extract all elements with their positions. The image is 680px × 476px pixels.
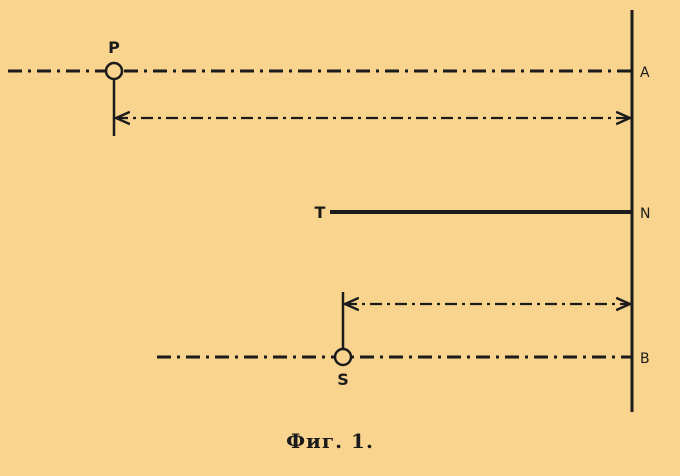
- point-s-circle: [333, 347, 353, 367]
- label-s: S: [337, 370, 349, 389]
- label-p: P: [108, 38, 120, 57]
- figure-caption: Фиг. 1.: [286, 429, 374, 453]
- label-a: A: [640, 65, 650, 81]
- label-t: T: [315, 203, 326, 222]
- label-n: N: [640, 206, 650, 222]
- point-p-circle: [104, 61, 124, 81]
- label-b: B: [640, 351, 650, 367]
